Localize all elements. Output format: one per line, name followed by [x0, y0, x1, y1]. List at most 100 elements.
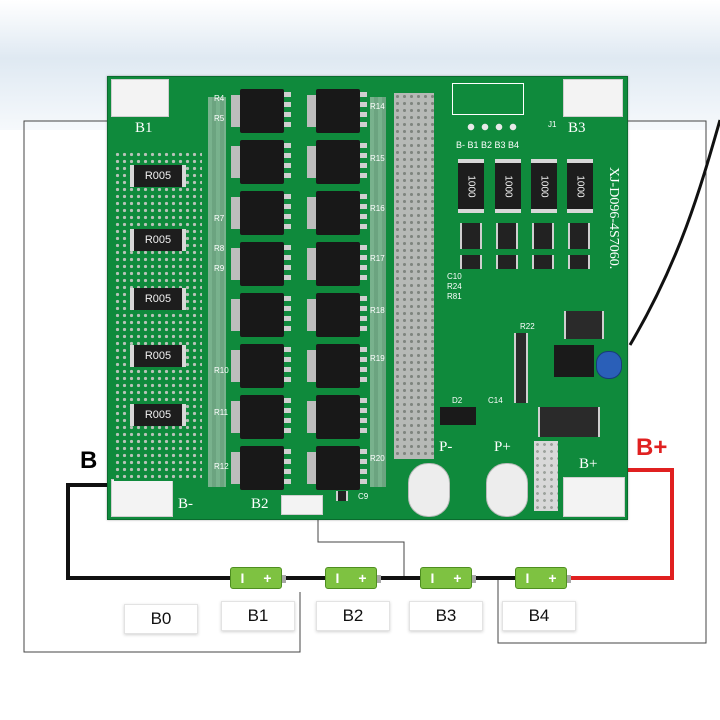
- silk-resistor-label: R9: [214, 264, 225, 273]
- mosfet: [231, 89, 291, 133]
- cell-label-b4: B4: [502, 601, 576, 631]
- mosfet: [307, 446, 367, 490]
- mosfet: [307, 140, 367, 184]
- cell-minus-sign: I: [430, 570, 435, 586]
- shunt-resistor: R005: [130, 229, 186, 251]
- mosfet: [307, 242, 367, 286]
- silk-c14: C14: [488, 396, 503, 405]
- smd-part: [568, 255, 590, 269]
- silk-p-plus: P+: [494, 439, 511, 455]
- cell-label-b1: B1: [221, 601, 295, 631]
- battery-cell-b2: I +: [325, 567, 381, 589]
- smd-cluster: [564, 311, 604, 339]
- resistor-strip: [208, 97, 226, 487]
- balance-resistor-value: 1000: [538, 174, 550, 198]
- silk-c10: C10: [447, 272, 462, 281]
- mosfet: [307, 191, 367, 235]
- silk-j1: J1: [548, 120, 557, 129]
- sense-wire-b0: [23, 120, 301, 653]
- balance-resistor: 1000: [495, 159, 521, 213]
- shunt-resistor: R005: [130, 404, 186, 426]
- mosfet: [231, 446, 291, 490]
- pad-b3: [563, 79, 623, 117]
- silk-resistor-label: R5: [214, 114, 225, 123]
- balance-resistor: 1000: [567, 159, 593, 213]
- silk-resistor-label: R12: [214, 462, 229, 471]
- sense-wire-b3: [497, 120, 707, 644]
- mosfet: [231, 140, 291, 184]
- cell-plus-sign: +: [358, 570, 367, 586]
- silk-b1: B1: [135, 120, 153, 136]
- smd-part: [460, 255, 482, 269]
- silk-resistor-label: R7: [214, 214, 225, 223]
- balance-resistor-value: 1000: [502, 174, 514, 198]
- shunt-resistor: R005: [130, 345, 186, 367]
- mosfet: [307, 89, 367, 133]
- pad-b-minus: [111, 479, 173, 517]
- silk-resistor-label: R11: [214, 408, 229, 417]
- controller-ic: [554, 345, 594, 377]
- label-b: B: [80, 447, 98, 474]
- silk-resistor-label: R20: [370, 454, 385, 463]
- mosfet: [231, 293, 291, 337]
- silk-b-plus: B+: [579, 456, 598, 472]
- transistor: [532, 223, 554, 249]
- main-wire-negative: [66, 483, 230, 580]
- shunt-resistor: R005: [130, 288, 186, 310]
- diode-d2: [440, 407, 476, 425]
- shunt-resistor: R005: [130, 165, 186, 187]
- silk-resistor-label: R16: [370, 204, 385, 213]
- silk-resistor-label: R8: [214, 244, 225, 253]
- cell-plus-sign: +: [263, 570, 272, 586]
- balance-resistor-value: 1000: [465, 174, 477, 198]
- silk-resistor-label: R19: [370, 354, 385, 363]
- balance-resistor: 1000: [458, 159, 484, 213]
- header-pins: [464, 123, 520, 131]
- silk-d2: D2: [452, 396, 463, 405]
- battery-cell-b1: I +: [230, 567, 286, 589]
- silk-header-labels: B- B1 B2 B3 B4: [456, 140, 520, 150]
- pad-b2: [281, 495, 323, 515]
- pad-p-plus: [486, 463, 528, 517]
- silk-b-minus: B-: [178, 496, 193, 512]
- silk-resistor-label: R15: [370, 154, 385, 163]
- cell-minus-sign: I: [525, 570, 530, 586]
- silk-r24: R24: [447, 282, 462, 291]
- sense-wire-b1: [317, 510, 405, 580]
- cell-plus-sign: +: [453, 570, 462, 586]
- mosfet: [231, 395, 291, 439]
- main-wire-positive: [570, 468, 674, 580]
- shunt-area: [114, 151, 202, 481]
- label-b-plus: B+: [636, 434, 668, 461]
- header-outline: [452, 83, 524, 115]
- pad-b-plus: [563, 477, 625, 517]
- battery-cell-b3: I +: [420, 567, 476, 589]
- silk-b2: B2: [251, 496, 269, 512]
- pad-p-minus: [408, 463, 450, 517]
- mosfet: [307, 293, 367, 337]
- battery-cell-b4: I +: [515, 567, 571, 589]
- cell-label-b0: B0: [124, 604, 198, 634]
- silk-r22: R22: [520, 322, 535, 331]
- transistor: [568, 223, 590, 249]
- silk-p-minus: P-: [439, 439, 453, 455]
- pcb-board: B1 B3 B- B2 P- P+ B+ R005 R005 R005 R005…: [107, 76, 628, 520]
- mosfet: [231, 242, 291, 286]
- smd-part: [496, 255, 518, 269]
- balance-resistor: 1000: [531, 159, 557, 213]
- silk-resistor-label: R4: [214, 94, 225, 103]
- silk-resistor-label: R10: [214, 366, 229, 375]
- silk-resistor-label: R14: [370, 102, 385, 111]
- mosfet: [231, 191, 291, 235]
- smd-part: [336, 491, 348, 501]
- smd-part: [532, 255, 554, 269]
- via-bus: [394, 93, 434, 459]
- resistor-strip: [370, 97, 386, 487]
- mosfet: [307, 344, 367, 388]
- cell-label-b3: B3: [409, 601, 483, 631]
- cell-minus-sign: I: [240, 570, 245, 586]
- mosfet: [307, 395, 367, 439]
- silk-resistor-label: R18: [370, 306, 385, 315]
